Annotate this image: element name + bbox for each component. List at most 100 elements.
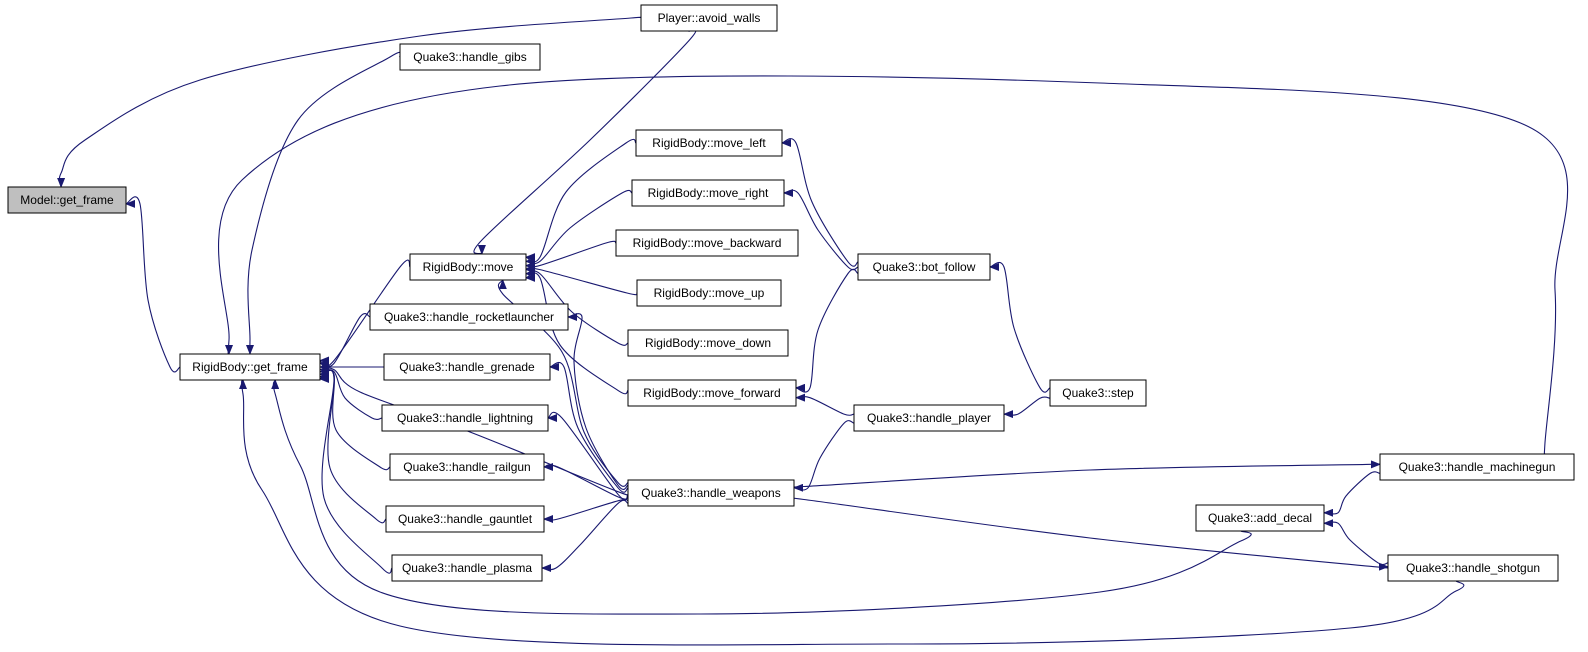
node-add-decal-box	[1195, 504, 1325, 532]
edge-handle-plasma-to-rb-get-frame	[319, 369, 393, 574]
node-handle-plasma[interactable]: Quake3::handle_plasma	[391, 554, 543, 582]
node-handle-shotgun-box	[1387, 554, 1559, 582]
edge-handle-gibs-to-rb-get-frame	[245, 51, 402, 355]
node-model-get-frame[interactable]: Model::get_frame	[7, 186, 127, 214]
edge-handle-weapons-to-handle-plasma	[541, 499, 629, 573]
node-handle-rocketlauncher-box	[369, 303, 569, 331]
edge-move-left-to-move	[525, 138, 637, 263]
edge-handle-weapons-to-handle-grenade	[549, 361, 629, 493]
node-move-up-box	[636, 279, 782, 307]
node-move-forward[interactable]: RigidBody::move_forward	[627, 379, 797, 407]
node-handle-railgun-box	[389, 453, 545, 481]
node-rb-get-frame-label: RigidBody::get_frame	[192, 360, 308, 374]
node-handle-grenade-label: Quake3::handle_grenade	[399, 360, 535, 374]
node-bot-follow-box	[857, 253, 991, 281]
node-handle-lightning[interactable]: Quake3::handle_lightning	[381, 404, 549, 432]
edge-step-to-bot-follow	[989, 261, 1051, 393]
node-handle-weapons[interactable]: Quake3::handle_weapons	[627, 479, 795, 507]
node-model-get-frame-label: Model::get_frame	[20, 193, 114, 207]
node-avoid-walls-box	[640, 4, 778, 32]
node-handle-weapons-box	[627, 479, 795, 507]
node-handle-gauntlet[interactable]: Quake3::handle_gauntlet	[385, 505, 545, 533]
edge-handle-weapons-to-handle-rocketlauncher	[567, 312, 629, 490]
node-move-backward-box	[615, 229, 799, 257]
node-move-box	[409, 253, 527, 281]
node-handle-gauntlet-label: Quake3::handle_gauntlet	[398, 512, 533, 526]
node-move-right-label: RigidBody::move_right	[648, 186, 769, 200]
edge-handle-player-to-handle-weapons	[793, 420, 855, 492]
node-bot-follow[interactable]: Quake3::bot_follow	[857, 253, 991, 281]
edge-handle-shotgun-to-rb-get-frame	[238, 379, 1465, 646]
node-handle-gibs-box	[399, 43, 541, 71]
edge-move-forward-to-move	[525, 272, 629, 395]
node-handle-rocketlauncher-label: Quake3::handle_rocketlauncher	[384, 310, 554, 324]
node-handle-rocketlauncher[interactable]: Quake3::handle_rocketlauncher	[369, 303, 569, 331]
edge-handle-machinegun-to-add-decal	[1323, 471, 1381, 517]
edge-handle-weapons-to-handle-machinegun	[779, 460, 1392, 489]
node-handle-player-label: Quake3::handle_player	[867, 411, 991, 425]
node-avoid-walls-label: Player::avoid_walls	[658, 11, 761, 25]
node-handle-railgun-label: Quake3::handle_railgun	[403, 460, 530, 474]
node-handle-plasma-label: Quake3::handle_plasma	[402, 561, 532, 575]
node-move-up-label: RigidBody::move_up	[654, 286, 765, 300]
node-handle-grenade[interactable]: Quake3::handle_grenade	[383, 353, 551, 381]
node-handle-grenade-box	[383, 353, 551, 381]
node-handle-machinegun[interactable]: Quake3::handle_machinegun	[1379, 453, 1575, 481]
node-handle-plasma-box	[391, 554, 543, 582]
edge-bot-follow-to-move-forward	[795, 268, 859, 393]
node-add-decal[interactable]: Quake3::add_decal	[1195, 504, 1325, 532]
node-move[interactable]: RigidBody::move	[409, 253, 527, 281]
node-rb-get-frame[interactable]: RigidBody::get_frame	[179, 353, 321, 381]
node-move-backward-label: RigidBody::move_backward	[633, 236, 782, 250]
node-move-left-box	[635, 129, 783, 157]
edge-add-decal-to-rb-get-frame	[271, 379, 1252, 615]
node-step-label: Quake3::step	[1062, 386, 1134, 400]
node-step-box	[1049, 379, 1147, 407]
node-handle-gibs-label: Quake3::handle_gibs	[413, 50, 526, 64]
edge-handle-weapons-to-handle-shotgun	[779, 496, 1401, 571]
edge-handle-machinegun-to-rb-get-frame	[218, 75, 1569, 460]
edge-handle-player-to-move-forward	[795, 393, 855, 416]
nodes-layer: Model::get_frame Player::avoid_wallsQuake…	[7, 4, 1575, 582]
node-rb-get-frame-box	[179, 353, 321, 381]
node-handle-player-box	[853, 404, 1005, 432]
node-handle-weapons-label: Quake3::handle_weapons	[641, 486, 780, 500]
edge-handle-weapons-to-handle-gauntlet	[543, 498, 629, 524]
edge-bot-follow-to-move-left	[781, 138, 859, 267]
node-move-down[interactable]: RigidBody::move_down	[627, 329, 789, 357]
edges-layer	[57, 16, 1569, 646]
edge-avoid-walls-to-model-get-frame	[57, 16, 651, 188]
edge-handle-shotgun-to-add-decal	[1323, 519, 1389, 566]
node-move-forward-box	[627, 379, 797, 407]
node-handle-shotgun-label: Quake3::handle_shotgun	[1406, 561, 1540, 575]
node-move-up[interactable]: RigidBody::move_up	[636, 279, 782, 307]
node-move-label: RigidBody::move	[423, 260, 514, 274]
node-move-left[interactable]: RigidBody::move_left	[635, 129, 783, 157]
edge-handle-weapons-to-handle-railgun	[543, 462, 629, 500]
node-handle-railgun[interactable]: Quake3::handle_railgun	[389, 453, 545, 481]
node-handle-machinegun-box	[1379, 453, 1575, 481]
edge-step-to-handle-player	[1003, 396, 1051, 419]
node-handle-gauntlet-box	[385, 505, 545, 533]
node-handle-lightning-box	[381, 404, 549, 432]
node-add-decal-label: Quake3::add_decal	[1208, 511, 1312, 525]
node-step[interactable]: Quake3::step	[1049, 379, 1147, 407]
node-move-down-box	[627, 329, 789, 357]
edge-move-down-to-move	[525, 269, 629, 346]
node-handle-machinegun-label: Quake3::handle_machinegun	[1399, 460, 1556, 474]
node-bot-follow-label: Quake3::bot_follow	[873, 260, 976, 274]
edge-rb-get-frame-to-model-get-frame	[125, 196, 181, 373]
node-move-left-label: RigidBody::move_left	[652, 136, 766, 150]
node-move-right[interactable]: RigidBody::move_right	[631, 179, 785, 207]
node-avoid-walls[interactable]: Player::avoid_walls	[640, 4, 778, 32]
edge-handle-weapons-to-move	[497, 279, 629, 487]
node-handle-shotgun[interactable]: Quake3::handle_shotgun	[1387, 554, 1559, 582]
node-move-forward-label: RigidBody::move_forward	[643, 386, 780, 400]
node-move-down-label: RigidBody::move_down	[645, 336, 771, 350]
node-move-backward[interactable]: RigidBody::move_backward	[615, 229, 799, 257]
node-handle-gibs[interactable]: Quake3::handle_gibs	[399, 43, 541, 71]
node-model-get-frame-box	[7, 186, 127, 214]
node-handle-player[interactable]: Quake3::handle_player	[853, 404, 1005, 432]
